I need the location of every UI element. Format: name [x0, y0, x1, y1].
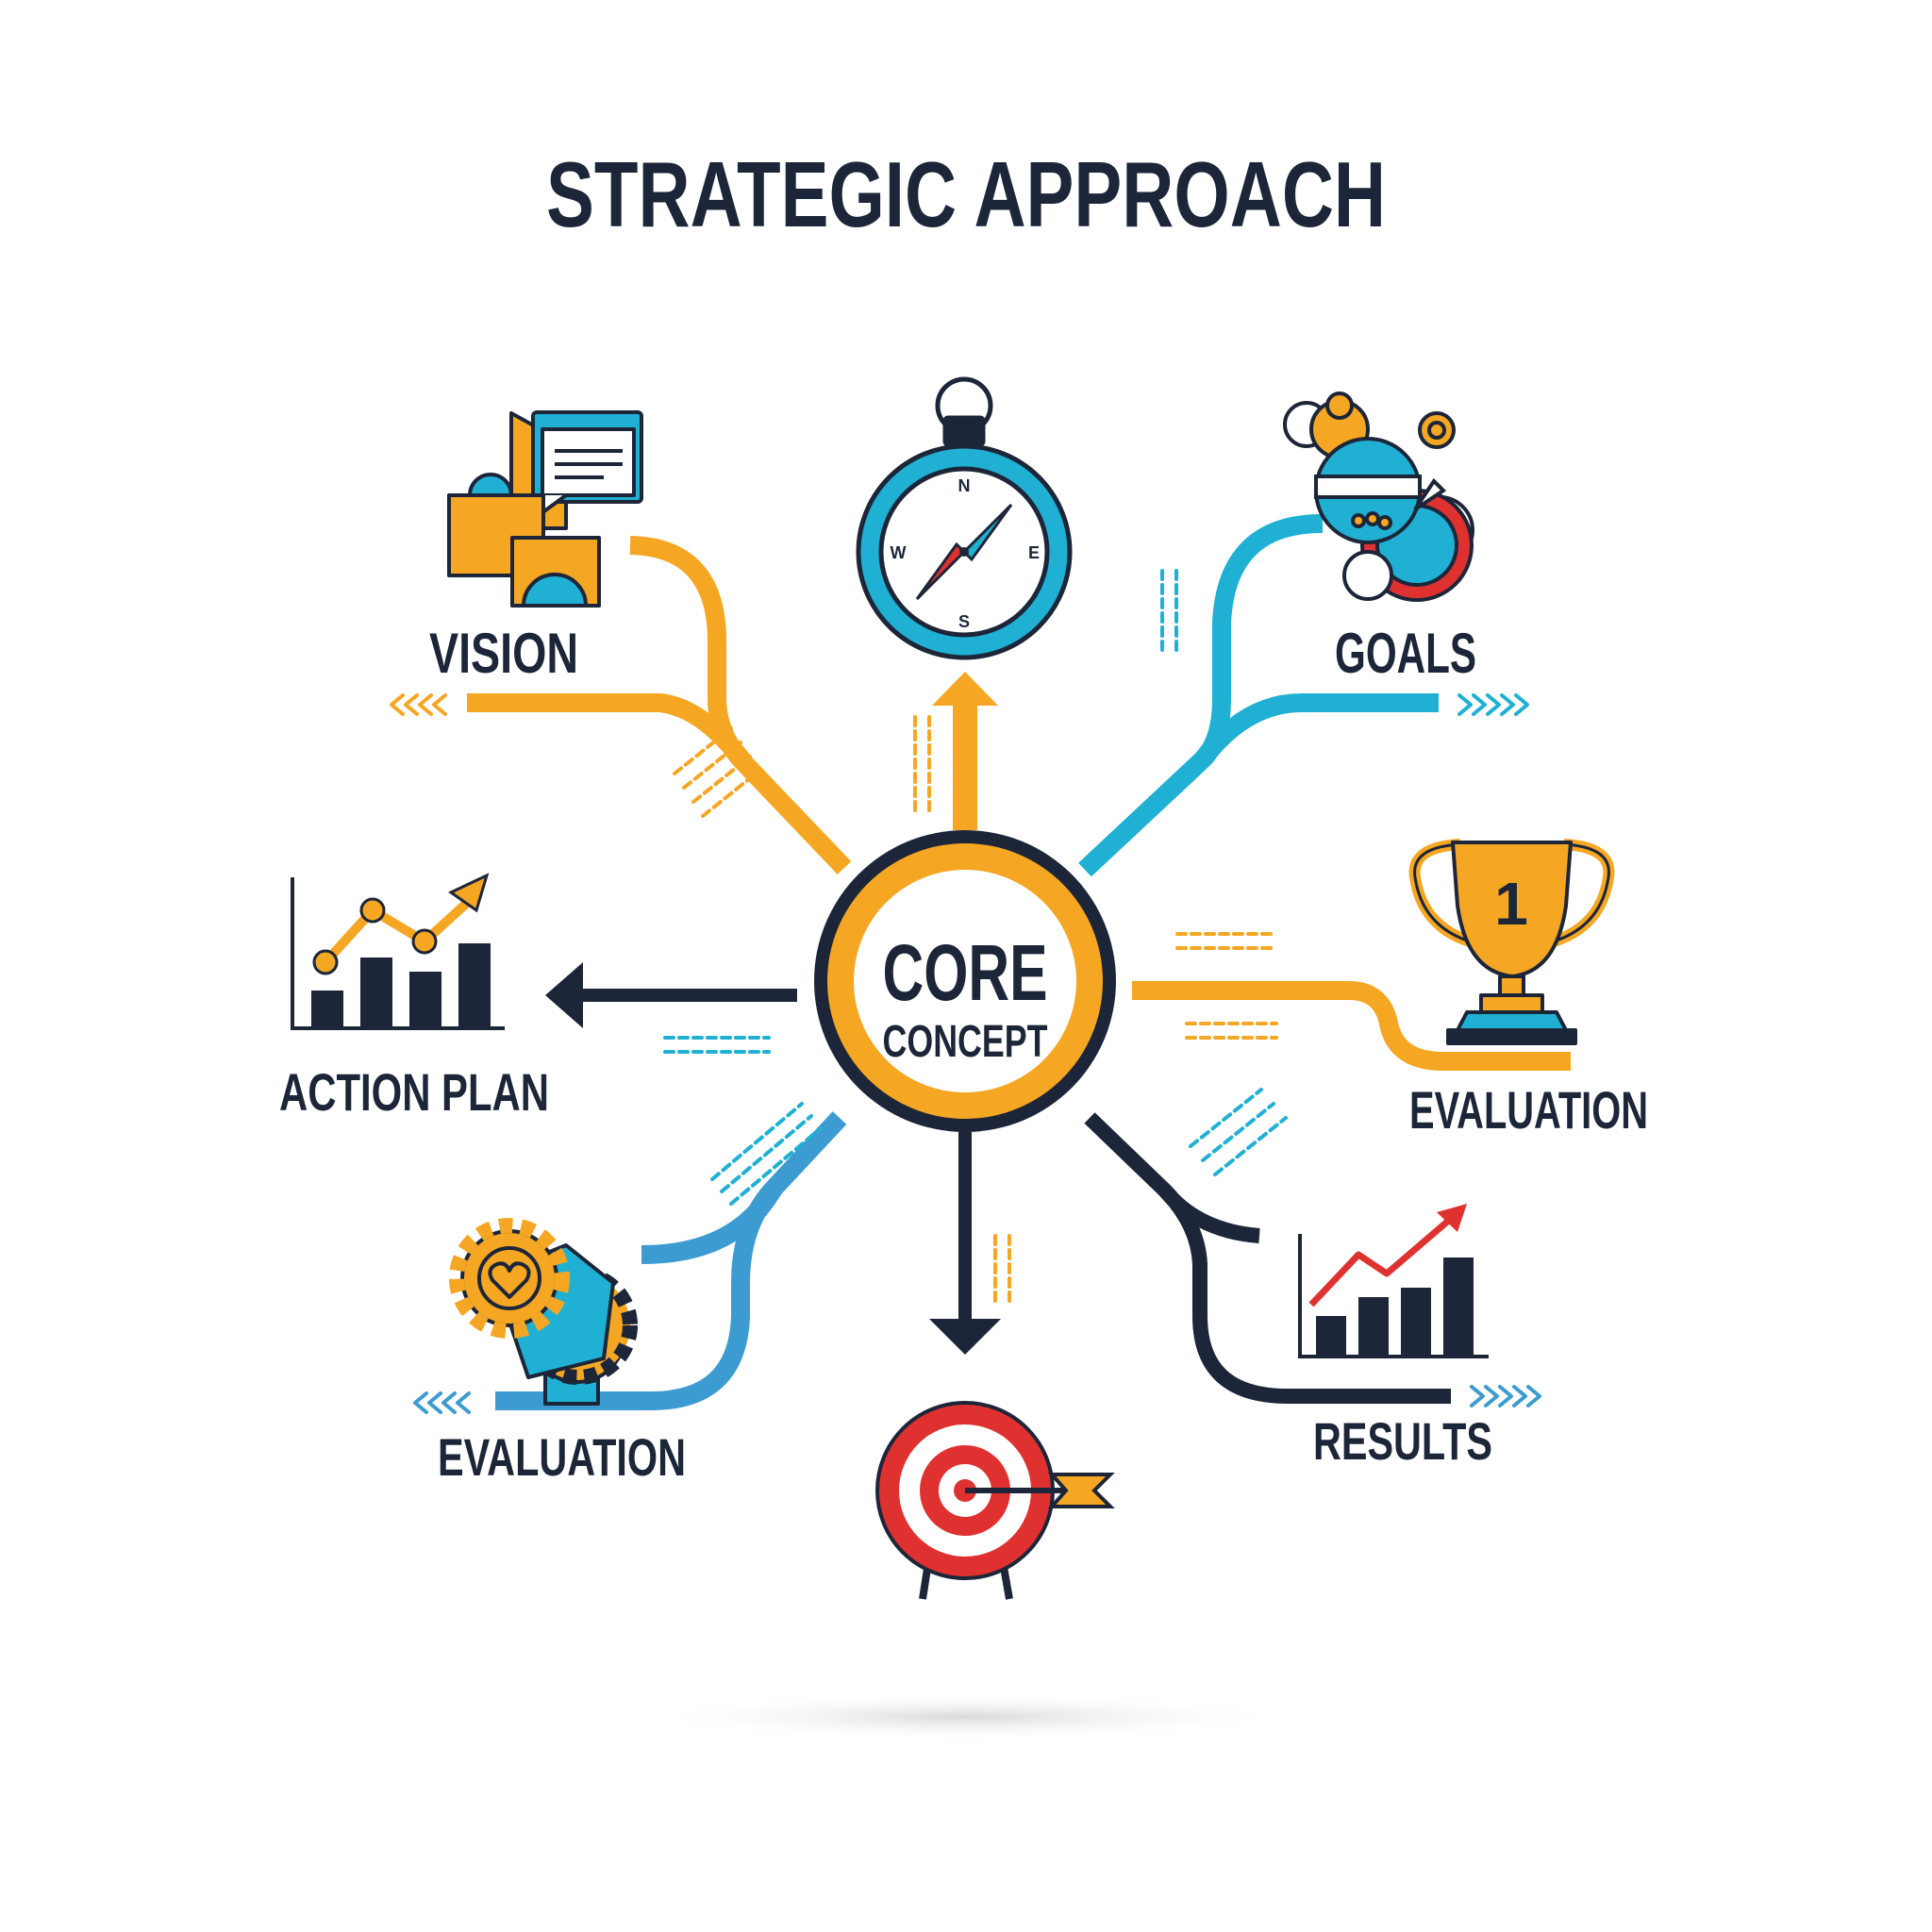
core-label: CORE: [883, 928, 1048, 1017]
action-plan-arrow-head: [545, 962, 583, 1028]
vision-chevrons: [390, 693, 447, 716]
evaluation-right-label: EVALUATION: [1409, 1080, 1648, 1140]
goals-connector-branch: [1195, 693, 1439, 766]
core-concept-hub: CORE CONCEPT: [814, 830, 1116, 1132]
bottom-arrow-head: [929, 1319, 1001, 1355]
concept-label: CONCEPT: [883, 1017, 1048, 1067]
action-plan-label: ACTION PLAN: [279, 1062, 549, 1122]
vision-connector-branch: [467, 693, 753, 771]
compass-w: W: [891, 543, 907, 562]
document-chat-icon: [447, 410, 643, 608]
chart-growth-icon: [291, 873, 505, 1030]
compass-n: N: [958, 476, 971, 495]
evaluation-right-connector: [1132, 981, 1571, 1071]
trophy-rank: 1: [1494, 870, 1528, 938]
goals-cluster-icon: [1283, 391, 1474, 602]
compass-e: E: [1028, 543, 1040, 562]
gear-head-icon: [449, 1218, 638, 1406]
evaluation-left-label: EVALUATION: [438, 1427, 686, 1487]
trophy-icon: [1408, 839, 1615, 1045]
decorations: [390, 569, 1541, 1414]
goals-chevrons: [1457, 693, 1529, 716]
vision-label: VISION: [429, 622, 578, 685]
target-icon: [875, 1401, 1115, 1600]
results-connector: [1084, 1112, 1451, 1404]
top-arrow-head: [932, 672, 998, 706]
connectors: [467, 514, 1571, 1410]
results-label: RESULTS: [1313, 1411, 1492, 1471]
evaluation-left-chevrons: [413, 1391, 471, 1414]
results-chevrons: [1470, 1385, 1541, 1407]
evaluation-left-connector-branch: [641, 1183, 782, 1264]
compass-s: S: [958, 612, 970, 631]
results-connector-branch: [1158, 1185, 1260, 1243]
diagram-title: STRATEGIC APPROACH: [546, 142, 1386, 246]
ground-shadow: [644, 1692, 1286, 1741]
results-chart-icon: [1298, 1204, 1489, 1358]
dash-marks: [663, 569, 1288, 1308]
compass-icon: [856, 376, 1073, 660]
goals-label: GOALS: [1335, 622, 1476, 685]
